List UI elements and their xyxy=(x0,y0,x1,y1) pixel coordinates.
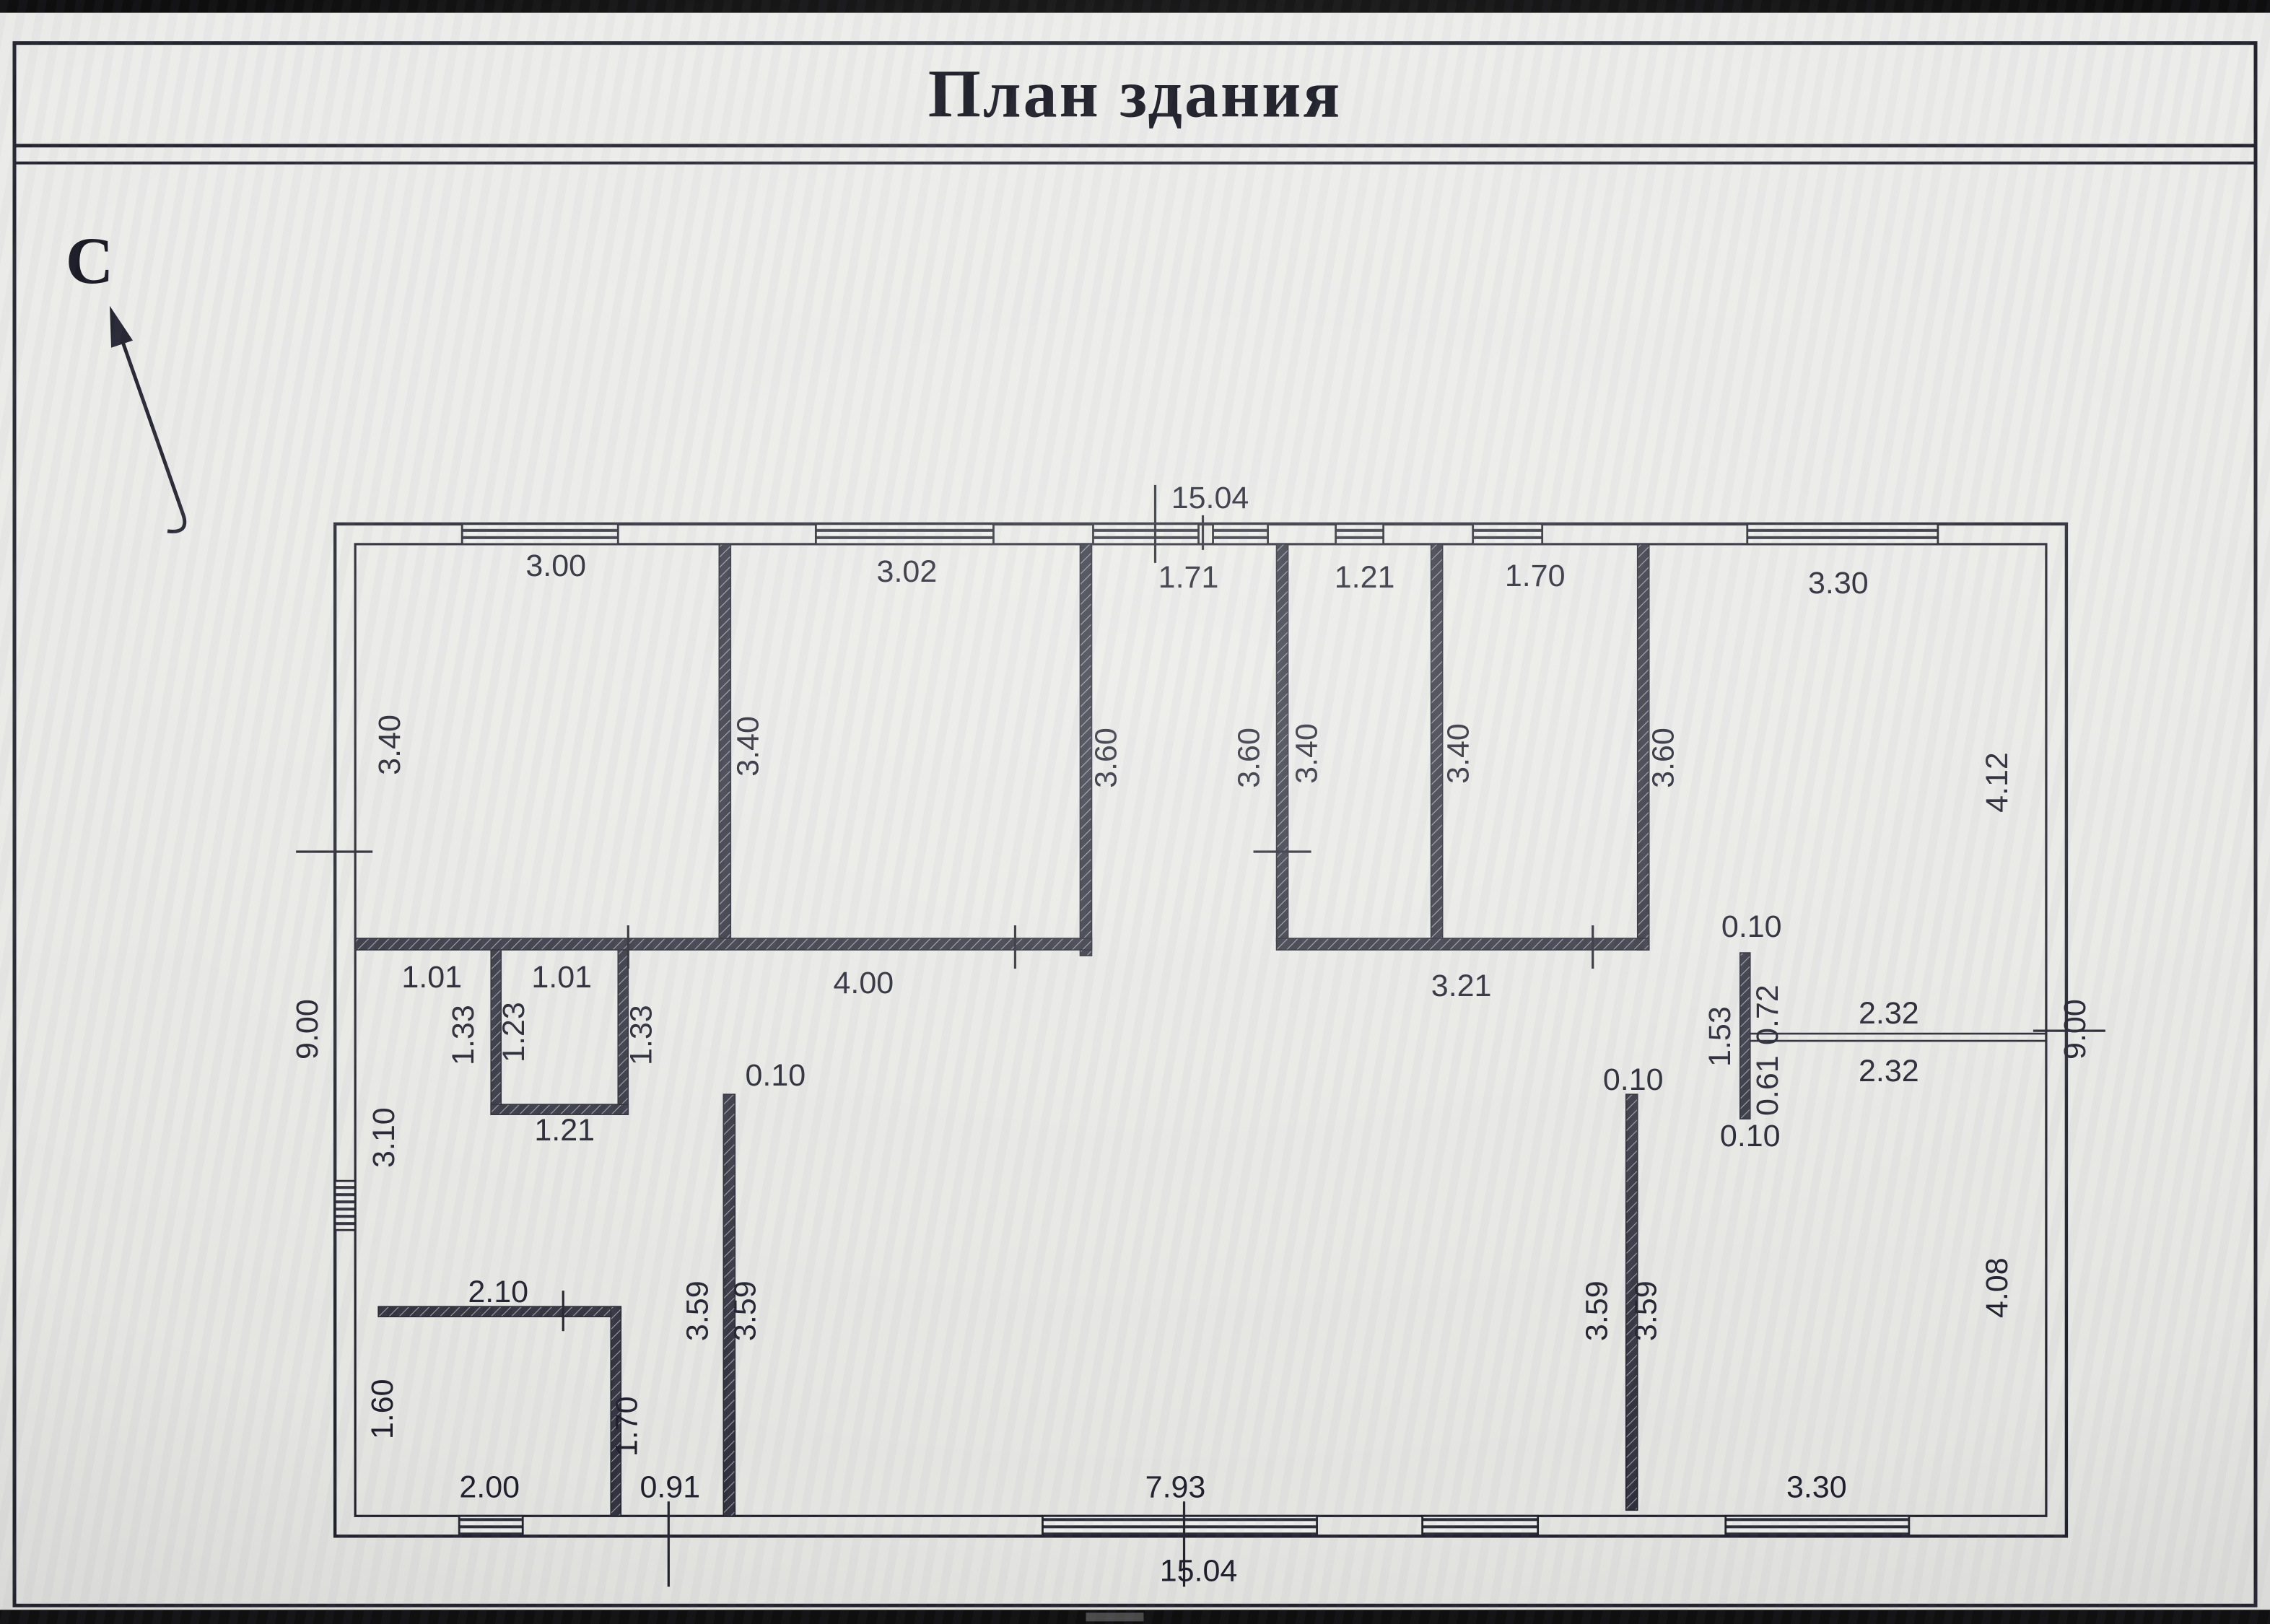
dimension-label: 3.30 xyxy=(1786,1470,1847,1504)
dimension-label: 3.59 xyxy=(680,1280,715,1341)
dimension-label: 15.04 xyxy=(1160,1553,1238,1588)
wall xyxy=(354,938,1093,951)
dimension-label: 3.40 xyxy=(1290,723,1324,784)
wall xyxy=(1625,1093,1638,1511)
north-arrow-shaft xyxy=(121,341,187,533)
outer-walls xyxy=(333,522,2069,1538)
window xyxy=(1092,523,1200,546)
window xyxy=(1042,1514,1318,1537)
dimension-label: 0.91 xyxy=(639,1470,700,1504)
dimension-label: 9.00 xyxy=(2058,999,2092,1060)
dimension-label: 3.40 xyxy=(1441,723,1476,784)
dimension-label: 3.59 xyxy=(1629,1280,1664,1341)
dimension-label: 1.53 xyxy=(1703,1006,1737,1067)
window xyxy=(1335,523,1385,546)
north-arrow-icon: С xyxy=(66,224,187,533)
dimension-label: 1.70 xyxy=(1505,559,1566,593)
dimension-label: 3.60 xyxy=(1232,728,1267,788)
interior-walls xyxy=(354,543,1751,1517)
dimension-label: 3.00 xyxy=(525,549,586,583)
dimension-label: 3.10 xyxy=(367,1107,401,1168)
wall xyxy=(718,543,732,942)
wall xyxy=(1275,938,1650,951)
dimension-label: 3.30 xyxy=(1808,566,1869,601)
bezel-notch xyxy=(1086,1612,1144,1622)
dimension-label: 9.00 xyxy=(290,999,325,1060)
dimension-label: 3.60 xyxy=(1088,728,1123,788)
dimension-label: 3.40 xyxy=(730,716,765,777)
dimension-label: 3.59 xyxy=(1580,1280,1615,1341)
dimension-label: 1.60 xyxy=(365,1379,400,1439)
wall xyxy=(490,1104,629,1115)
wall xyxy=(610,1306,622,1517)
dimension-label: 1.23 xyxy=(497,1002,531,1062)
wall xyxy=(1739,952,1751,1119)
dimension-label: 4.00 xyxy=(834,966,894,1000)
window xyxy=(1421,1514,1540,1537)
wall xyxy=(723,1093,736,1517)
dimension-label: 0.61 xyxy=(1750,1055,1785,1116)
window xyxy=(333,1179,357,1231)
dimension-label: 7.93 xyxy=(1145,1470,1206,1504)
window xyxy=(814,523,995,546)
window xyxy=(458,1514,524,1537)
window xyxy=(1724,1514,1911,1537)
dimension-label: 2.32 xyxy=(1859,1054,1919,1088)
dimension-label: 2.32 xyxy=(1859,996,1919,1031)
dimension-label: 0.10 xyxy=(745,1058,806,1093)
dimension-label: 3.21 xyxy=(1431,969,1492,1003)
north-arrow-head xyxy=(110,305,134,348)
dimension-ticks xyxy=(296,484,2105,1587)
dimension-label: 3.40 xyxy=(372,715,407,775)
dimension-labels: 15.04 3.00 3.02 1.71 1.21 1.70 3.30 3.40 3.40 3.6… xyxy=(290,481,2092,1588)
wall xyxy=(1275,543,1289,942)
dimension-label: 0.10 xyxy=(1603,1062,1664,1097)
dimension-label: 1.21 xyxy=(534,1113,595,1148)
thin-partitions xyxy=(1750,1032,2046,1042)
dimension-label: 1.33 xyxy=(446,1005,481,1065)
wall xyxy=(1079,543,1093,956)
windows xyxy=(333,523,1939,1537)
dimension-label: 1.01 xyxy=(401,960,462,995)
window xyxy=(1212,523,1269,546)
north-label: С xyxy=(66,224,113,297)
document-frame xyxy=(12,41,2258,1607)
window xyxy=(460,523,619,546)
dimension-label: 1.21 xyxy=(1335,560,1395,595)
dimension-label: 1.70 xyxy=(609,1396,644,1457)
dimension-label: 3.60 xyxy=(1646,728,1681,788)
dimension-label: 3.02 xyxy=(877,554,938,589)
dimension-label: 3.59 xyxy=(728,1280,762,1341)
dimension-label: 2.10 xyxy=(468,1275,528,1309)
dimension-label: 0.10 xyxy=(1720,1119,1781,1153)
dimension-label: 4.12 xyxy=(1980,752,2014,813)
floor-plan: 15.04 3.00 3.02 1.71 1.21 1.70 3.30 3.40 3.40 3.6… xyxy=(290,481,2105,1588)
dimension-label: 15.04 xyxy=(1171,481,1249,515)
dimension-label: 4.08 xyxy=(1980,1257,2014,1318)
dimension-label: 1.01 xyxy=(531,960,592,995)
window xyxy=(1472,523,1544,546)
top-bezel xyxy=(0,0,2270,13)
dimension-label: 1.33 xyxy=(624,1005,658,1065)
dimension-label: 2.00 xyxy=(459,1470,520,1504)
drawing-title: План здания xyxy=(928,57,1342,132)
dimension-label: 1.71 xyxy=(1158,560,1219,595)
window xyxy=(1746,523,1939,546)
dimension-label: 0.10 xyxy=(1721,909,1782,944)
dimension-label: 0.72 xyxy=(1750,985,1785,1045)
